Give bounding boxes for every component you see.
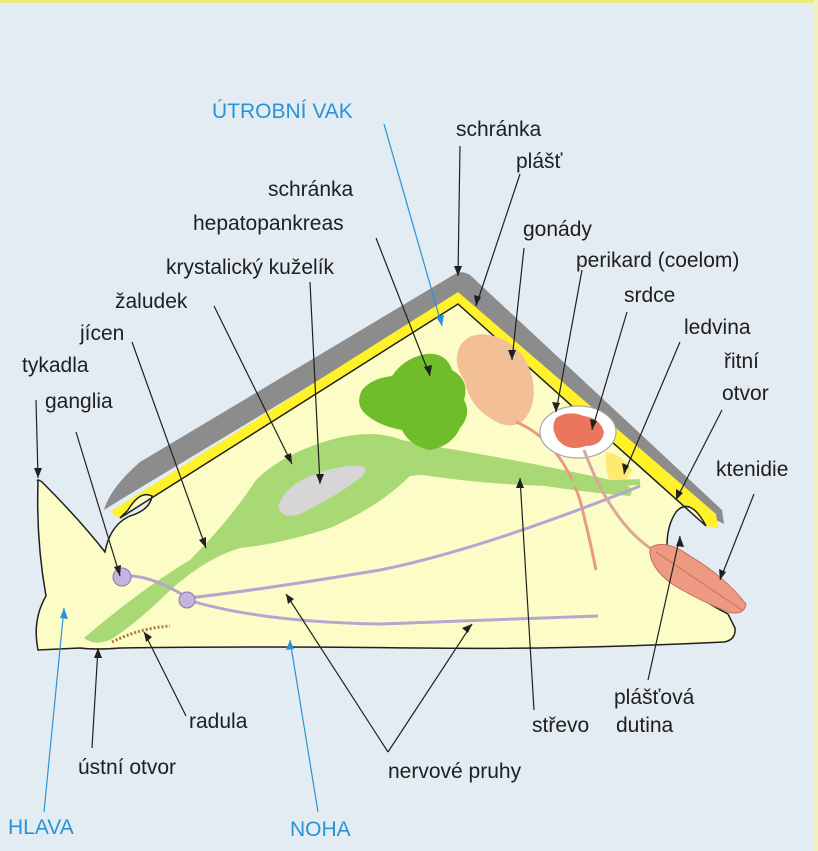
label-ktenidie: ktenidie xyxy=(716,458,788,482)
label-hepatopankreas: hepatopankreas xyxy=(193,212,344,236)
right-rule xyxy=(814,0,818,851)
label-nervove-pruhy: nervové pruhy xyxy=(388,760,521,784)
label-ganglia: ganglia xyxy=(45,390,113,414)
label-ledvina: ledvina xyxy=(684,316,751,340)
label-tykadla: tykadla xyxy=(22,354,89,378)
label-noha: NOHA xyxy=(290,818,351,842)
ganglion-pedal xyxy=(179,592,195,608)
label-ustni-otvor: ústní otvor xyxy=(78,756,176,780)
label-plastova: plášťová xyxy=(614,686,694,710)
label-zaludek: žaludek xyxy=(115,290,187,314)
label-hlava: HLAVA xyxy=(8,816,74,840)
label-otvor-ritni: otvor xyxy=(722,382,769,406)
label-plast: plášť xyxy=(516,150,562,174)
label-srdce: srdce xyxy=(624,284,675,308)
label-gonady: gonády xyxy=(523,218,592,242)
label-ritni: řitní xyxy=(724,350,759,374)
label-dutina: dutina xyxy=(616,714,673,738)
label-utrobni-vak: ÚTROBNÍ VAK xyxy=(212,100,353,124)
label-perikard: perikard (coelom) xyxy=(576,249,739,273)
ganglion-cerebral xyxy=(113,568,131,586)
label-krystalicky-kuzelik: krystalický kuželík xyxy=(166,256,334,280)
label-jicen: jícen xyxy=(80,322,124,346)
top-rule xyxy=(0,0,818,3)
label-schranka-top: schránka xyxy=(456,118,541,142)
label-radula: radula xyxy=(189,710,247,734)
label-strevo: střevo xyxy=(532,714,589,738)
label-schranka-mid: schránka xyxy=(268,178,353,202)
